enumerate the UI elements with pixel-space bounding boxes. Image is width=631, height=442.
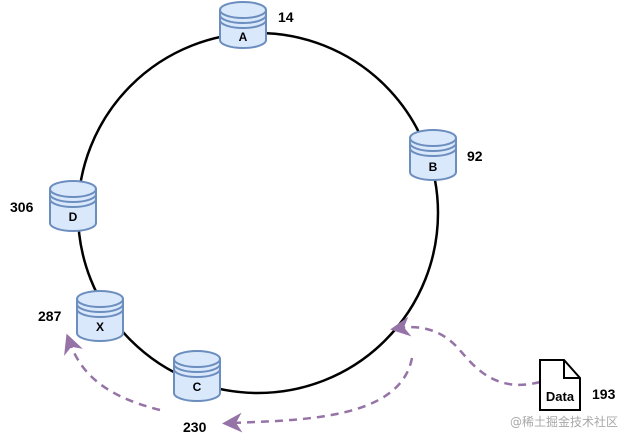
- node-b: B: [409, 129, 457, 181]
- data-label: Data: [546, 389, 575, 404]
- node-x: X: [76, 290, 124, 342]
- node-d-label: D: [69, 210, 78, 224]
- hash-ring: [76, 31, 440, 395]
- database-icon: [409, 129, 457, 181]
- node-b-label: B: [429, 160, 438, 174]
- node-x-position: 287: [38, 308, 62, 324]
- data-to-c-arrow: [222, 357, 414, 433]
- node-x-label: X: [96, 320, 104, 334]
- data-position: 193: [592, 386, 616, 402]
- node-c-label: C: [193, 380, 202, 394]
- document-fold: [563, 360, 580, 379]
- database-icon: [219, 1, 267, 49]
- data-to-b-arrow: [390, 316, 541, 386]
- database-icon: [49, 180, 97, 232]
- node-a: A: [219, 1, 267, 49]
- node-a-label: A: [239, 30, 248, 44]
- node-a-position: 14: [278, 9, 294, 25]
- node-c: C: [173, 350, 221, 402]
- document-icon: [539, 359, 581, 411]
- node-b-position: 92: [467, 148, 483, 164]
- watermark: @稀土掘金技术社区: [510, 414, 618, 429]
- node-d: D: [49, 180, 97, 232]
- database-icon: [76, 290, 124, 342]
- database-icon: [173, 350, 221, 402]
- data-document: Data: [539, 359, 581, 411]
- node-c-position: 230: [183, 419, 207, 435]
- c-to-x-arrow: [64, 333, 161, 412]
- node-d-position: 306: [10, 199, 34, 215]
